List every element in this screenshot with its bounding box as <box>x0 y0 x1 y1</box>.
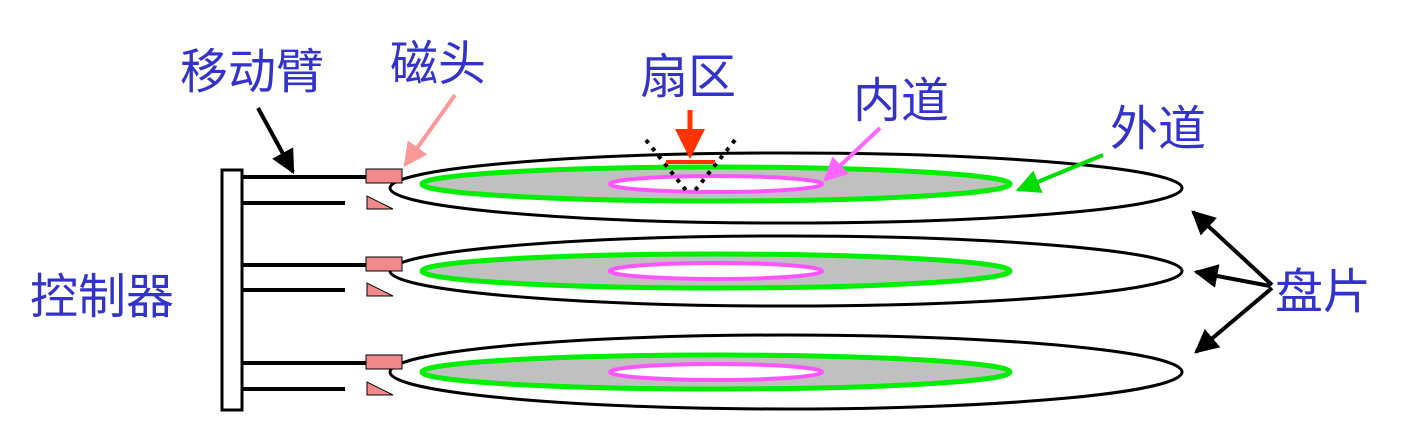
platter-arrow-top <box>1191 210 1274 287</box>
platter-3-inner-track <box>608 362 824 382</box>
controller-bar <box>220 168 244 412</box>
platter-arrow-middle <box>1193 264 1271 288</box>
moving-arms <box>242 175 366 391</box>
head-arrow <box>403 93 457 167</box>
platter-2-inner-track <box>608 261 824 281</box>
platter-1 <box>388 151 1184 225</box>
sector-wedge <box>644 138 737 195</box>
inner-track-label: 内道 <box>853 73 949 129</box>
controller-label: 控制器 <box>30 269 174 325</box>
read-write-heads <box>365 168 403 396</box>
inner-track-arrow <box>823 126 882 182</box>
platter-arrow-bottom <box>1194 286 1274 354</box>
outer-track-label: 外道 <box>1110 101 1206 157</box>
platter-2 <box>388 234 1184 308</box>
moving-arm-arrow <box>256 107 295 175</box>
moving-arm-label: 移动臂 <box>180 44 324 100</box>
outer-track-arrow <box>1015 153 1104 193</box>
sector-label: 扇区 <box>640 49 736 105</box>
platter-3 <box>388 333 1184 411</box>
platter-label: 盘片 <box>1275 264 1371 320</box>
platter-1-inner-track <box>608 174 824 194</box>
head-label: 磁头 <box>390 36 486 92</box>
